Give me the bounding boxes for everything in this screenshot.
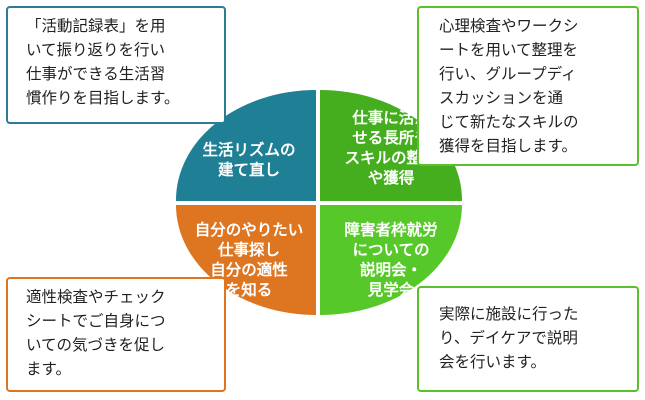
quadrant-label-line: 仕事に活か bbox=[352, 109, 430, 127]
description-line: 適性検査やチェック bbox=[26, 288, 166, 306]
description-line: ートを用いて整理を bbox=[439, 41, 579, 59]
quadrant-label-line: スキルの整理 bbox=[344, 149, 438, 167]
description-line: じて新たなスキルの bbox=[439, 113, 579, 131]
quadrant-label-top-left: 生活リズムの 建て直し bbox=[180, 140, 318, 180]
description-line: 実際に施設に行った bbox=[439, 305, 579, 323]
description-line: 獲得を目指します。 bbox=[439, 137, 577, 155]
description-box-bottom-right: 実際に施設に行った り、デイケアで説明 会を行います。 bbox=[417, 286, 639, 392]
quadrant-label-line: 建て直し bbox=[217, 161, 280, 179]
quadrant-label-bottom-right: 障害者枠就労 についての 説明会・ 見学会 bbox=[322, 220, 460, 300]
quadrant-label-line: 説明会・ bbox=[359, 261, 422, 279]
description-line: 会を行います。 bbox=[439, 353, 546, 371]
quadrant-label-line: や獲得 bbox=[367, 169, 415, 187]
quadrant-label-top-right: 仕事に活か せる長所や スキルの整理 や獲得 bbox=[322, 108, 460, 188]
description-box-bottom-left: 適性検査やチェック シートでご自身につ いての気づきを促し ます。 bbox=[6, 277, 226, 392]
description-line: 「活動記録表」を用 bbox=[26, 17, 166, 35]
quadrant-label-line: を知る bbox=[225, 281, 273, 299]
quadrant-label-line: 自分の適性 bbox=[210, 261, 288, 279]
quadrant-top-right bbox=[320, 90, 463, 201]
description-line: 心理検査やワークシ bbox=[439, 17, 579, 35]
description-line: 仕事ができる生活習 bbox=[26, 65, 166, 83]
description-box-top-left: 「活動記録表」を用 いて振り返りを行い 仕事ができる生活習 慣作りを目指します。 bbox=[6, 6, 226, 124]
description-line: いての気づきを促し bbox=[26, 336, 166, 354]
description-line: スカッションを通 bbox=[439, 89, 564, 107]
quadrant-label-line: 生活リズムの bbox=[202, 141, 296, 159]
quadrant-label-bottom-left: 自分のやりたい 仕事探し 自分の適性 を知る bbox=[180, 220, 318, 300]
description-line: いて振り返りを行い bbox=[26, 41, 166, 59]
quadrant-label-line: 障害者枠就労 bbox=[344, 221, 438, 239]
quadrant-bottom-right bbox=[320, 205, 462, 315]
description-line: シートでご自身につ bbox=[26, 312, 166, 330]
description-line: り、デイケアで説明 bbox=[439, 329, 578, 347]
quadrant-bottom-left bbox=[176, 205, 316, 315]
description-line: 慣作りを目指します。 bbox=[26, 89, 180, 107]
quadrant-label-line: 仕事探し bbox=[217, 241, 280, 259]
quadrant-label-line: 自分のやりたい bbox=[194, 221, 304, 239]
quadrant-label-line: 見学会 bbox=[367, 281, 415, 299]
quadrant-label-line: についての bbox=[352, 241, 430, 259]
description-line: 行い、グループディ bbox=[439, 65, 577, 83]
description-box-top-right: 心理検査やワークシ ートを用いて整理を 行い、グループディ スカッションを通 じ… bbox=[417, 6, 639, 166]
quadrant-label-line: せる長所や bbox=[352, 129, 430, 147]
description-line: ます。 bbox=[26, 360, 71, 378]
quadrant-top-left bbox=[175, 90, 316, 201]
